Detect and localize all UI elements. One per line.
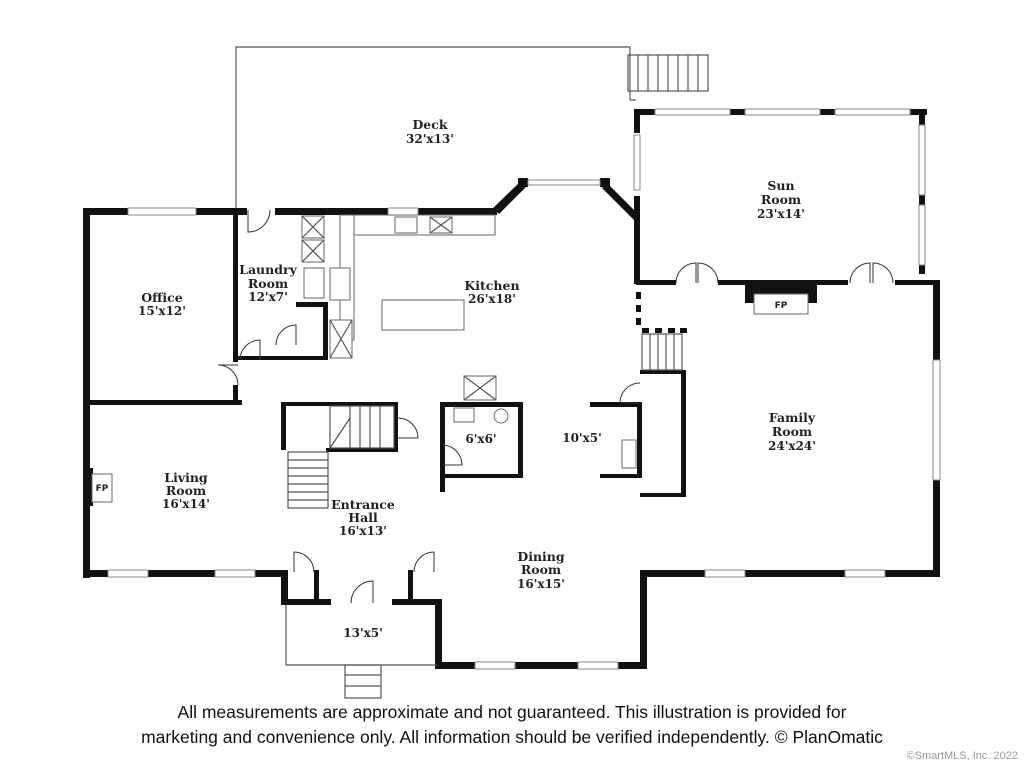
sun-room-label-1: Sun <box>767 178 794 193</box>
main-stairs <box>287 405 395 509</box>
family-fireplace <box>745 283 817 315</box>
entrance-hall-label-2: Hall <box>348 510 378 525</box>
deck-dim: 32'x13' <box>406 132 454 146</box>
disclaimer: All measurements are approximate and not… <box>0 700 1024 750</box>
bath-dim: 6'x6' <box>465 432 496 446</box>
main-walls <box>83 178 941 670</box>
entrance-hall-label-1: Entrance <box>331 497 395 512</box>
kitchen-label: Kitchen <box>464 278 519 293</box>
disclaimer-line-2: marketing and convenience only. All info… <box>141 727 883 747</box>
disclaimer-line-1: All measurements are approximate and not… <box>177 702 847 722</box>
bath-fixtures <box>453 375 637 469</box>
family-room-label-1: Family <box>769 410 816 425</box>
deck-label: Deck <box>412 117 447 132</box>
living-room-dim: 16'x14' <box>162 497 210 511</box>
dining-room-label-1: Dining <box>517 549 565 564</box>
copyright-notice: ©SmartMLS, Inc. 2022 <box>906 750 1018 762</box>
porch-dim: 13'x5' <box>343 626 383 640</box>
living-fireplace-label: FP <box>96 484 109 494</box>
living-room-label-1: Living <box>164 470 208 485</box>
side-stairs <box>641 333 683 371</box>
laundry-label-2: Room <box>248 276 288 291</box>
sun-room-doors <box>675 262 894 284</box>
closet-dim: 10'x5' <box>562 431 602 445</box>
family-fireplace-label: FP <box>775 301 788 311</box>
dashed-opening <box>636 292 687 333</box>
dining-room-dim: 16'x15' <box>517 577 565 591</box>
deck-outline <box>235 46 709 210</box>
sun-room-label-2: Room <box>761 192 801 207</box>
doors <box>217 209 641 604</box>
porch <box>285 605 437 699</box>
laundry-fixtures <box>301 215 325 299</box>
office-dim: 15'x12' <box>138 304 186 318</box>
entrance-hall-dim: 16'x13' <box>339 524 387 538</box>
kitchen-fixtures <box>329 214 496 359</box>
family-room-dim: 24'x24' <box>768 439 816 453</box>
office-label: Office <box>141 290 183 305</box>
laundry-dim: 12'x7' <box>248 290 288 304</box>
family-room-label-2: Room <box>772 424 812 439</box>
kitchen-dim: 26'x18' <box>468 292 516 306</box>
dining-room-label-2: Room <box>521 562 561 577</box>
laundry-label-1: Laundry <box>239 262 297 277</box>
interior-walls <box>90 214 686 600</box>
sun-room-dim: 23'x14' <box>757 207 805 221</box>
living-fireplace <box>83 468 113 506</box>
living-room-label-2: Room <box>166 483 206 498</box>
